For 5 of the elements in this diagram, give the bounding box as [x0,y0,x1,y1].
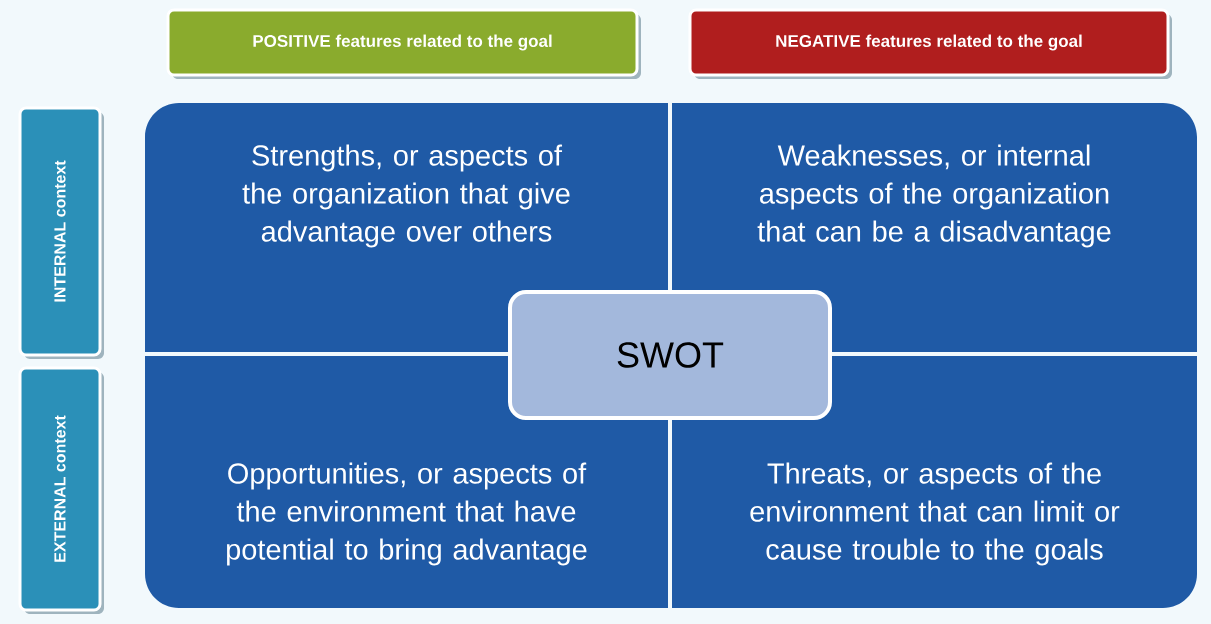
center-box: SWOT [508,290,832,420]
side-tab: EXTERNAL context [18,366,104,614]
header-box: POSITIVE features related to the goal [166,8,641,79]
header-box: NEGATIVE features related to the goal [688,8,1172,79]
side-tab: INTERNAL context [18,106,104,359]
